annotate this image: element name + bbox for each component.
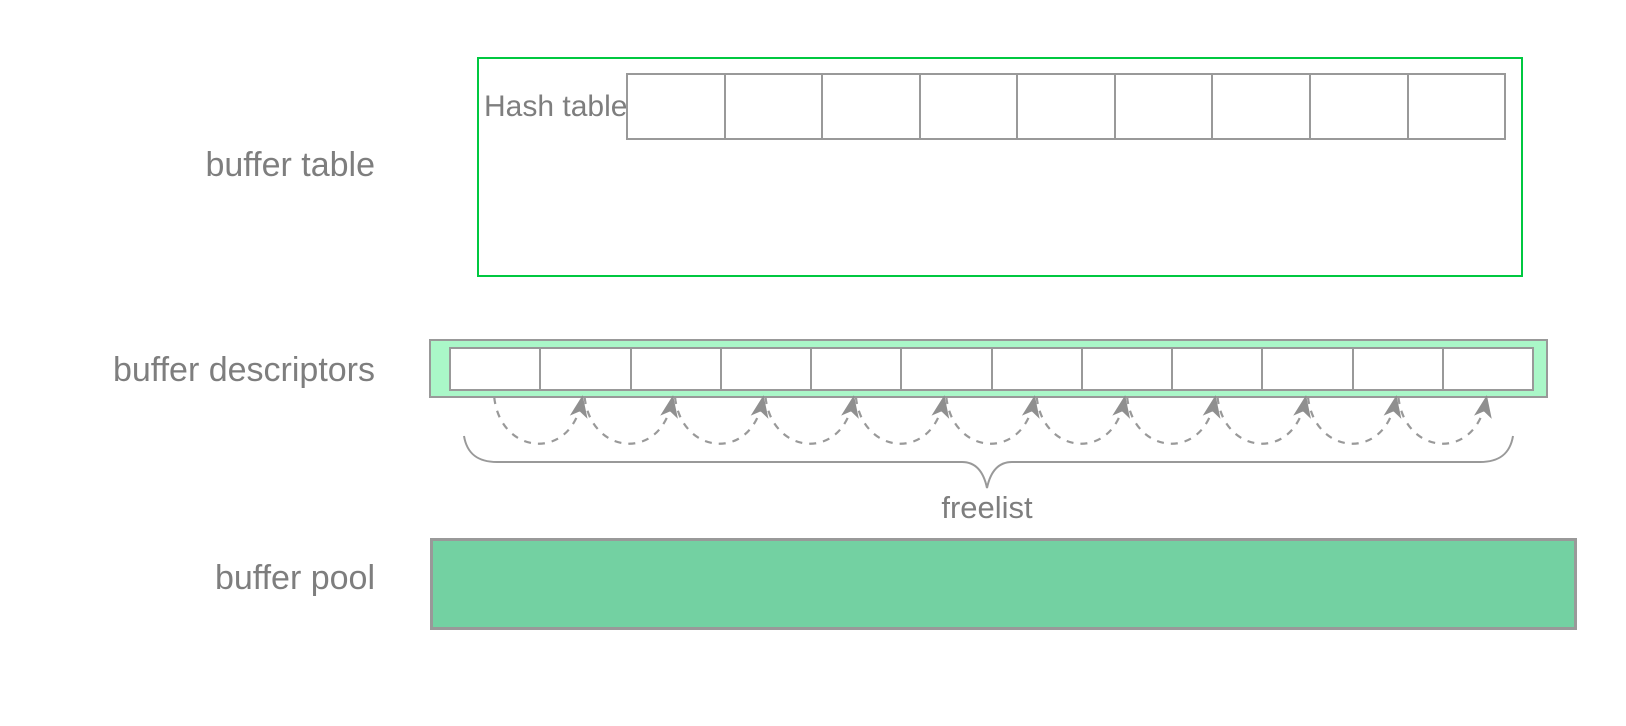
buffer-descriptor-cell	[629, 349, 720, 389]
freelist-arc	[945, 395, 1040, 445]
buffer-descriptor-cell	[539, 349, 630, 389]
buffer-pool-label: buffer pool	[214, 559, 375, 597]
hash-table-cell	[918, 75, 1017, 138]
freelist-arc	[673, 395, 769, 445]
hash-table-cell	[1211, 75, 1309, 138]
buffer-descriptor-cell	[1171, 349, 1262, 389]
buffer-descriptor-cell	[719, 349, 810, 389]
hash-table-cell	[1406, 75, 1505, 138]
buffer-descriptor-cell	[810, 349, 901, 389]
freelist-arc	[1035, 395, 1131, 445]
hash-table-cell	[723, 75, 822, 138]
buffer-descriptors-label: buffer descriptors	[112, 351, 375, 389]
freelist-arc	[764, 395, 859, 445]
freelist-label: freelist	[941, 490, 1033, 525]
freelist-arc	[493, 395, 588, 445]
buffer-descriptor-cell	[451, 349, 540, 389]
buffer-descriptor-cell	[1441, 349, 1532, 389]
buffer-table-label: buffer table	[205, 146, 375, 184]
hash-table-cell	[628, 75, 724, 138]
hash-table-row	[626, 73, 1506, 140]
freelist-arc	[1216, 395, 1311, 445]
freelist-arc	[1397, 395, 1492, 445]
buffer-descriptor-cell	[1080, 349, 1171, 389]
hash-table-label: Hash table	[484, 90, 628, 123]
freelist-arc	[1126, 395, 1221, 445]
buffer-descriptors-row	[449, 347, 1534, 391]
hash-table-cell	[1308, 75, 1407, 138]
buffer-descriptor-cell	[1261, 349, 1352, 389]
hash-table-cell	[1016, 75, 1114, 138]
freelist-arcs	[493, 395, 1492, 445]
buffer-descriptor-cell	[1351, 349, 1442, 389]
freelist-arc	[583, 395, 678, 445]
buffer-descriptor-cell	[990, 349, 1081, 389]
buffer-descriptor-cell	[900, 349, 991, 389]
freelist-arc	[854, 395, 950, 445]
buffer-pool-box	[430, 538, 1577, 630]
hash-table-cell	[821, 75, 919, 138]
freelist-brace	[463, 435, 1514, 489]
freelist-arc	[1306, 395, 1402, 445]
hash-table-cell	[1113, 75, 1212, 138]
